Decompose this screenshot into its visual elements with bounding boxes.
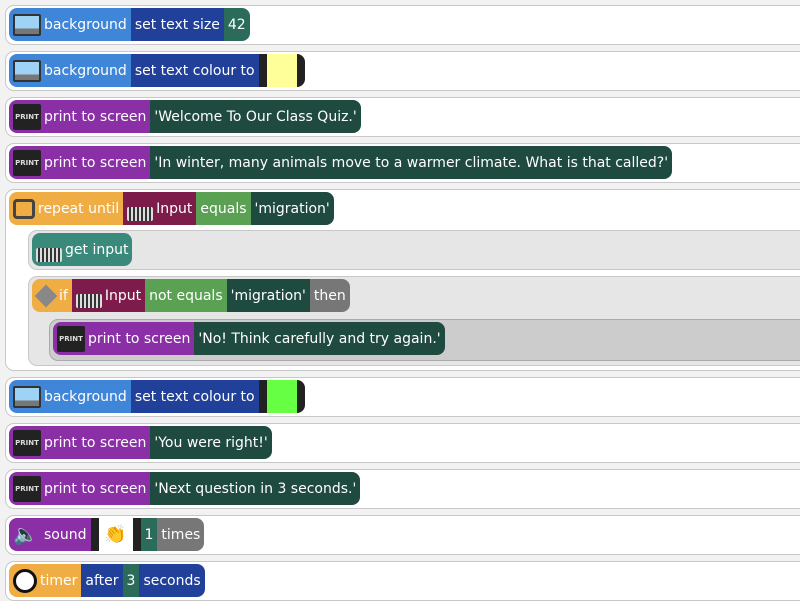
keyboard-icon bbox=[127, 206, 154, 221]
variable-label: Input bbox=[104, 287, 142, 304]
block-row: 🔈 sound 👏 1 times bbox=[5, 515, 800, 555]
compare-value[interactable]: 'migration' bbox=[250, 192, 334, 225]
print-text[interactable]: 'You were right!' bbox=[150, 426, 272, 459]
clapping-hands-icon[interactable]: 👏 bbox=[98, 518, 133, 551]
block-label: repeat until bbox=[38, 200, 120, 217]
block-row: background set text size 42 bbox=[5, 5, 800, 45]
print-icon: PRINT bbox=[57, 325, 85, 352]
block-label: print to screen bbox=[44, 480, 147, 497]
print-text[interactable]: 'Next question in 3 seconds.' bbox=[150, 472, 361, 505]
background-set-colour-block[interactable]: background set text colour to bbox=[9, 380, 305, 413]
block-row: get input bbox=[28, 230, 800, 270]
block-label: if bbox=[59, 287, 68, 304]
block-label: background bbox=[44, 16, 127, 33]
colour-swatch-green[interactable] bbox=[266, 380, 297, 413]
background-set-text-size-block[interactable]: background set text size 42 bbox=[9, 8, 250, 41]
then-label: then bbox=[309, 279, 350, 312]
compare-value[interactable]: 'migration' bbox=[226, 279, 310, 312]
sound-block[interactable]: 🔈 sound 👏 1 times bbox=[9, 518, 205, 551]
action-label: set text colour to bbox=[130, 54, 259, 87]
block-label: timer bbox=[40, 572, 78, 589]
timer-block[interactable]: timer after 3 seconds bbox=[9, 564, 205, 597]
variable-label: Input bbox=[156, 200, 193, 217]
get-input-block[interactable]: get input bbox=[32, 233, 133, 266]
print-text[interactable]: 'No! Think carefully and try again.' bbox=[194, 322, 445, 355]
stopwatch-icon bbox=[13, 568, 37, 593]
operator-label[interactable]: equals bbox=[196, 192, 251, 225]
speaker-icon: 🔈 bbox=[13, 521, 38, 546]
keyboard-icon bbox=[36, 247, 62, 262]
print-icon: PRINT bbox=[13, 475, 41, 502]
block-label: print to screen bbox=[44, 108, 147, 125]
monitor-icon bbox=[13, 385, 41, 408]
if-icon bbox=[34, 284, 58, 307]
block-label: sound bbox=[44, 526, 87, 543]
monitor-icon bbox=[13, 13, 41, 36]
block-label: get input bbox=[65, 241, 129, 258]
repeat-icon bbox=[13, 198, 35, 219]
seconds-label: seconds bbox=[139, 564, 205, 597]
block-row: background set text colour to bbox=[5, 51, 800, 91]
repeat-container: repeat until Input equals 'migration' ge… bbox=[5, 189, 800, 371]
operator-label[interactable]: not equals bbox=[145, 279, 227, 312]
print-icon: PRINT bbox=[13, 149, 41, 176]
block-label: background bbox=[44, 62, 127, 79]
action-label: after bbox=[81, 564, 123, 597]
print-icon: PRINT bbox=[13, 429, 41, 456]
seconds-value[interactable]: 3 bbox=[122, 564, 140, 597]
times-label: times bbox=[157, 518, 205, 551]
block-label: background bbox=[44, 388, 127, 405]
action-label: set text size bbox=[130, 8, 224, 41]
block-label: print to screen bbox=[44, 154, 147, 171]
block-row: timer after 3 seconds bbox=[5, 561, 800, 601]
action-label: set text colour to bbox=[130, 380, 259, 413]
print-text[interactable]: 'Welcome To Our Class Quiz.' bbox=[150, 100, 361, 133]
text-size-value[interactable]: 42 bbox=[223, 8, 250, 41]
background-set-colour-block[interactable]: background set text colour to bbox=[9, 54, 305, 87]
block-label: print to screen bbox=[88, 330, 191, 347]
if-block[interactable]: if Input not equals 'migration' then bbox=[32, 279, 350, 312]
block-label: print to screen bbox=[44, 434, 147, 451]
keyboard-icon bbox=[75, 293, 102, 308]
monitor-icon bbox=[13, 59, 41, 82]
print-icon: PRINT bbox=[13, 103, 41, 130]
if-container: if Input not equals 'migration' then PRI… bbox=[28, 276, 800, 366]
repeat-until-block[interactable]: repeat until Input equals 'migration' bbox=[9, 192, 334, 225]
repeat-count[interactable]: 1 bbox=[140, 518, 158, 551]
colour-swatch-yellow[interactable] bbox=[266, 54, 297, 87]
block-row: background set text colour to bbox=[5, 377, 800, 417]
print-text[interactable]: 'In winter, many animals move to a warme… bbox=[150, 146, 673, 179]
